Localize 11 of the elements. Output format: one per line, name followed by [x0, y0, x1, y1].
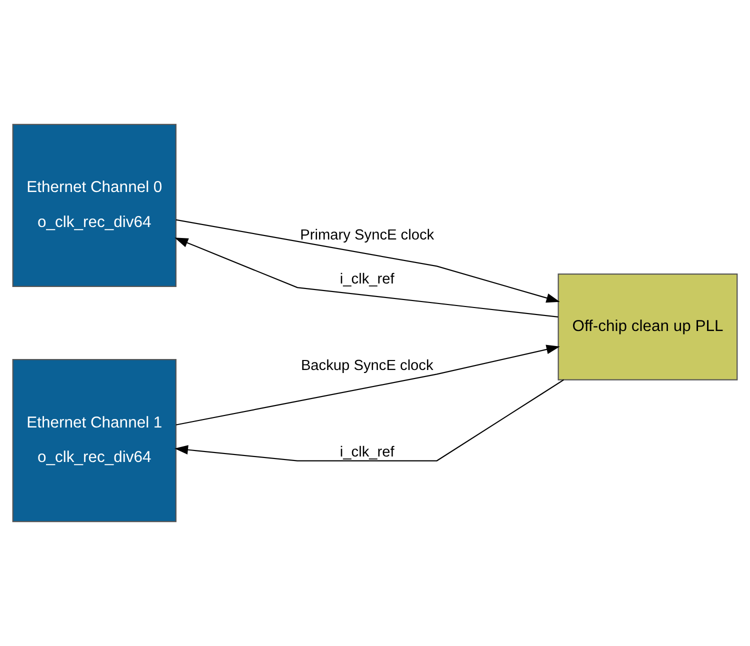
node-box: Ethernet Channel 1 o_clk_rec_div64	[12, 358, 176, 522]
node-box: Off-chip clean up PLL	[558, 274, 738, 380]
arrow	[174, 379, 564, 462]
edge-label: i_clk_ref	[340, 272, 394, 288]
node-box: Ethernet Channel 0 o_clk_rec_div64	[12, 124, 176, 288]
arrow	[174, 238, 558, 318]
edge-label: Backup SyncE clock	[300, 358, 434, 374]
arrow	[176, 344, 560, 426]
edge-label: Primary SyncE clock	[300, 228, 434, 244]
edge-label: i_clk_ref	[340, 444, 394, 461]
arrow	[176, 219, 560, 303]
